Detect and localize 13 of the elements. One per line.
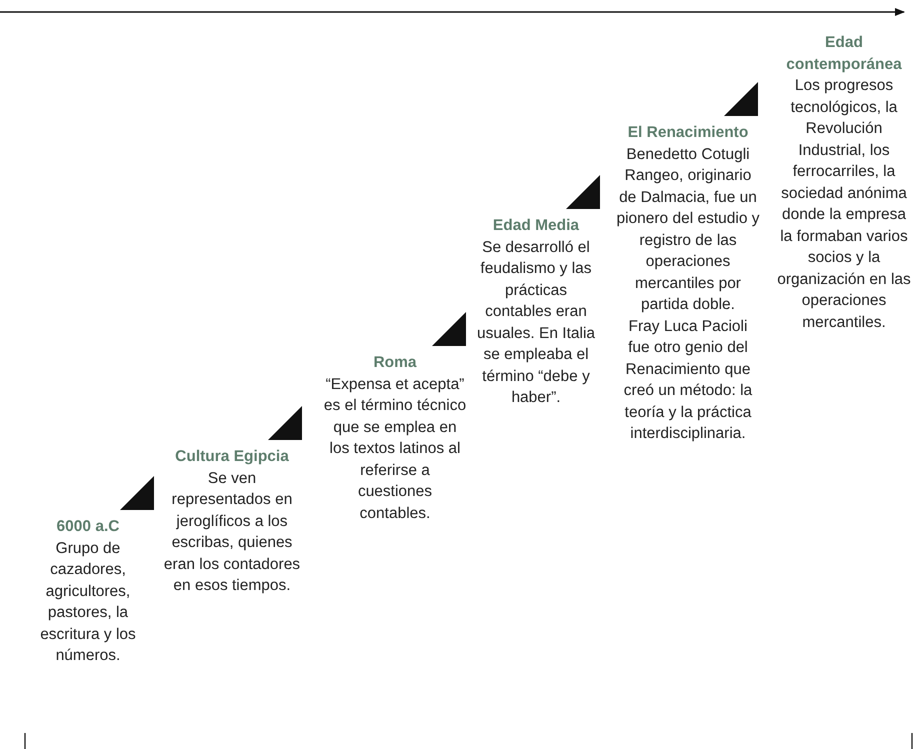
era-description: Grupo de cazadores, agricultores, pastores, la escritura y los números. xyxy=(39,538,137,666)
era-description: Se ven representados en jeroglíficos a los escribas, quienes eran los contadores en esos tiempos. xyxy=(162,468,302,596)
era-heading: Edad contemporánea xyxy=(785,33,903,74)
era-description: Fray Luca Pacioli fue otro genio del Renacimiento que creó un método: la teoría y la práctica interdisciplinaria. xyxy=(622,316,754,444)
era-heading: El Renacimiento xyxy=(626,123,750,143)
era-description: Los progresos tecnológicos, la Revolución Industrial, los ferrocarriles, la sociedad anónima donde la empresa la formaban varios socios y la organización en las operaciones mercantiles. xyxy=(776,76,912,332)
era-heading: Roma xyxy=(372,353,418,373)
era-heading: Edad Media xyxy=(492,216,580,236)
era-heading: 6000 a.C xyxy=(56,517,120,537)
era-heading: Cultura Egipcia xyxy=(174,447,290,467)
era-description: “Expensa et acepta” es el término técnico que se emplea en los textos latinos al referirse a cuestiones contables. xyxy=(322,374,468,524)
era-description: Benedetto Cotugli Rangeo, originario de Dalmacia, fue un pionero del estudio y registro de las operaciones mercantiles por partida doble. xyxy=(616,144,760,315)
era-description: Se desarrolló el feudalismo y las prácticas contables eran usuales. En Italia se empleaba el término “debe y haber”. xyxy=(476,238,596,408)
